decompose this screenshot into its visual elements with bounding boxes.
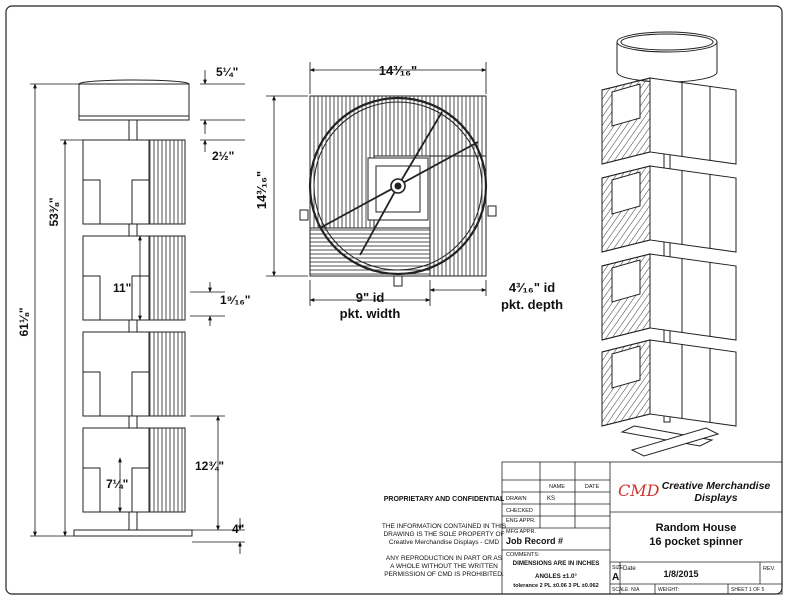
- dim-tier-height: 12¾": [195, 459, 224, 473]
- tb-tolerance-note: tolerance 2 PL ±0.06 3 PL ±0.062: [513, 583, 599, 589]
- tb-eng-label: ENG APPR.: [506, 518, 536, 524]
- dim-front-pocket-height: 7¼": [106, 477, 128, 491]
- proprietary-line-6: PERMISSION OF CMD IS PROHIBITED.: [384, 571, 504, 578]
- tb-weight: WEIGHT:: [658, 587, 679, 593]
- tb-scale: SCALE: N/A: [612, 587, 640, 593]
- proprietary-line-2: DRAWING IS THE SOLE PROPERTY OF: [383, 531, 504, 538]
- tb-date-value: 1/8/2015: [663, 569, 698, 579]
- dim-base-height: 4": [232, 522, 244, 536]
- tb-date-label: Date: [623, 566, 636, 572]
- cmd-logo: CMD: [618, 481, 660, 500]
- dim-pocket-width: 9" id: [356, 290, 385, 305]
- dim-pocket-depth: 4³⁄₁₆" id: [509, 280, 555, 295]
- tb-size-label: SIZE: [612, 565, 624, 571]
- proprietary-title: PROPRIETARY AND CONFIDENTIAL: [384, 496, 505, 503]
- top-view-dimensions: [266, 62, 487, 306]
- company-name-line-2: Displays: [694, 492, 737, 504]
- side-elevation-view: [73, 79, 193, 537]
- tb-drawn-label: DRAWN: [506, 496, 527, 502]
- drawing-title-line-2: 16 pocket spinner: [649, 536, 743, 548]
- proprietary-line-4: ANY REPRODUCTION IN PART OR AS: [386, 555, 503, 562]
- tb-units-note: DIMENSIONS ARE IN INCHES: [513, 560, 600, 567]
- proprietary-line-1: THE INFORMATION CONTAINED IN THIS: [382, 523, 507, 530]
- title-block: [501, 461, 783, 595]
- tb-angles-note: ANGLES ±1.0°: [535, 573, 577, 580]
- dim-pocket-width-caption: pkt. width: [340, 306, 401, 321]
- company-name-line-1: Creative Merchandise: [662, 480, 771, 492]
- dim-upper-height: 53⅜": [47, 197, 61, 226]
- tb-checked-label: CHECKED: [506, 508, 533, 514]
- tb-rev-label: REV.: [763, 566, 776, 572]
- tb-sheet: SHEET 1 OF 5: [731, 587, 764, 593]
- dim-top-width: 14³⁄₁₆": [379, 63, 417, 78]
- sheet-border: [5, 5, 783, 595]
- dim-basket-gap: 2½": [212, 149, 234, 163]
- tb-col-name: NAME: [549, 484, 565, 490]
- side-elevation-dimensions: [30, 70, 245, 554]
- tb-col-date: DATE: [585, 484, 600, 490]
- dim-basket-height: 5¼": [216, 65, 238, 79]
- dim-tier-gap: 1⁹⁄₁₆": [220, 293, 250, 307]
- isometric-view: [601, 31, 737, 457]
- proprietary-line-5: A WHOLE WITHOUT THE WRITTEN: [390, 563, 498, 570]
- dim-total-height: 61⅛": [17, 307, 31, 336]
- dim-pocket-height: 11": [113, 281, 131, 295]
- tb-comments-label: COMMENTS:: [506, 552, 540, 558]
- drawing-title-line-1: Random House: [656, 522, 737, 534]
- dim-pocket-depth-caption: pkt. depth: [501, 297, 563, 312]
- tb-job-record: Job Record #: [506, 536, 563, 546]
- tb-drawn-name: KS: [547, 496, 555, 502]
- dim-top-depth: 14³⁄₁₆": [254, 171, 269, 209]
- top-plan-view: [299, 95, 497, 287]
- proprietary-line-3: Creative Merchandise Displays - CMD: [389, 539, 499, 546]
- tb-size-value: A: [612, 572, 619, 583]
- tb-mfg-label: MFG APPR.: [506, 529, 536, 535]
